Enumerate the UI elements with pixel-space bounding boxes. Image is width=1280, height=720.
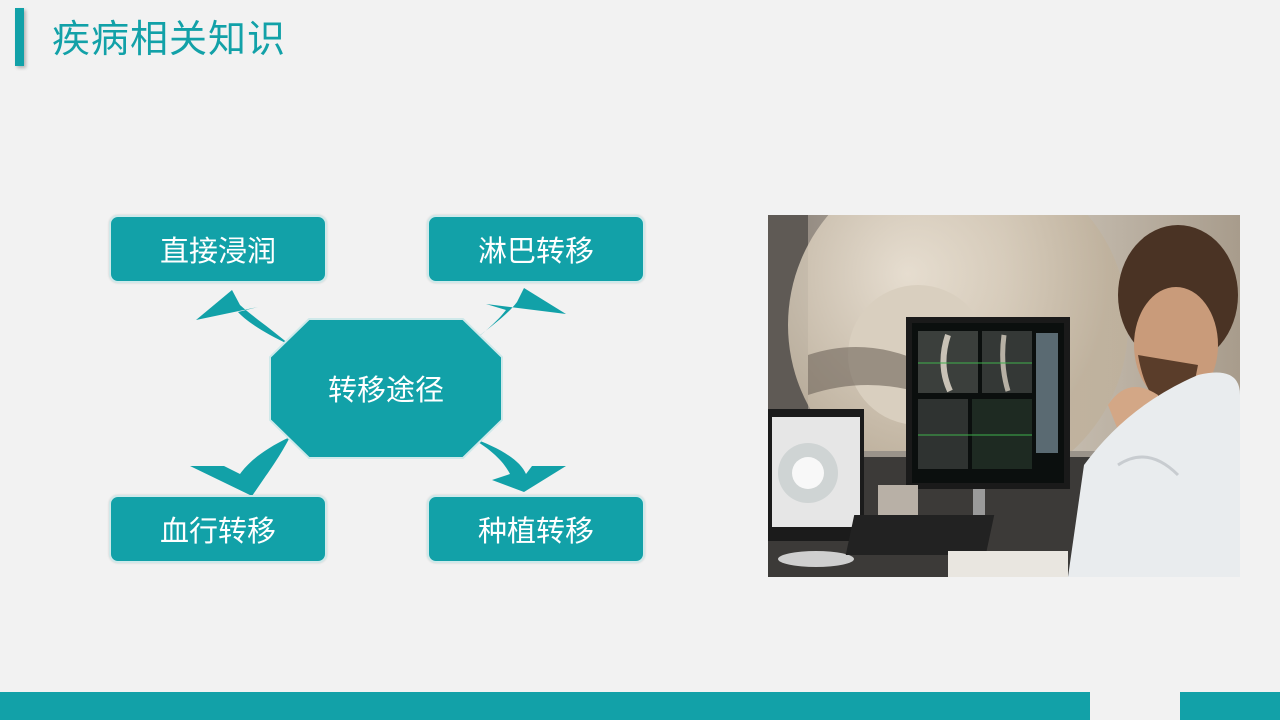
metastasis-diagram: 转移途径 直接浸润 淋巴转移 血行转移 种植转移 xyxy=(109,215,645,563)
page-title: 疾病相关知识 xyxy=(52,17,287,61)
photo-illustration xyxy=(768,215,1240,577)
center-label: 转移途径 xyxy=(327,373,444,407)
diagram-shapes xyxy=(190,288,566,496)
arrow-up-right xyxy=(470,288,566,343)
route-box-hematogenous: 血行转移 xyxy=(109,495,327,563)
mri-doctor-photo xyxy=(768,215,1240,577)
route-box-lymphatic: 淋巴转移 xyxy=(427,215,645,283)
arrow-down-right xyxy=(470,437,566,492)
route-box-direct-invasion: 直接浸润 xyxy=(109,215,327,283)
footer-band-right xyxy=(1180,692,1280,720)
center-octagon xyxy=(269,318,503,459)
arrow-up-left xyxy=(196,290,290,345)
title-accent-bar xyxy=(15,8,24,66)
footer-band-left xyxy=(0,692,1090,720)
arrow-down-left xyxy=(190,437,290,496)
route-box-implantation: 种植转移 xyxy=(427,495,645,563)
